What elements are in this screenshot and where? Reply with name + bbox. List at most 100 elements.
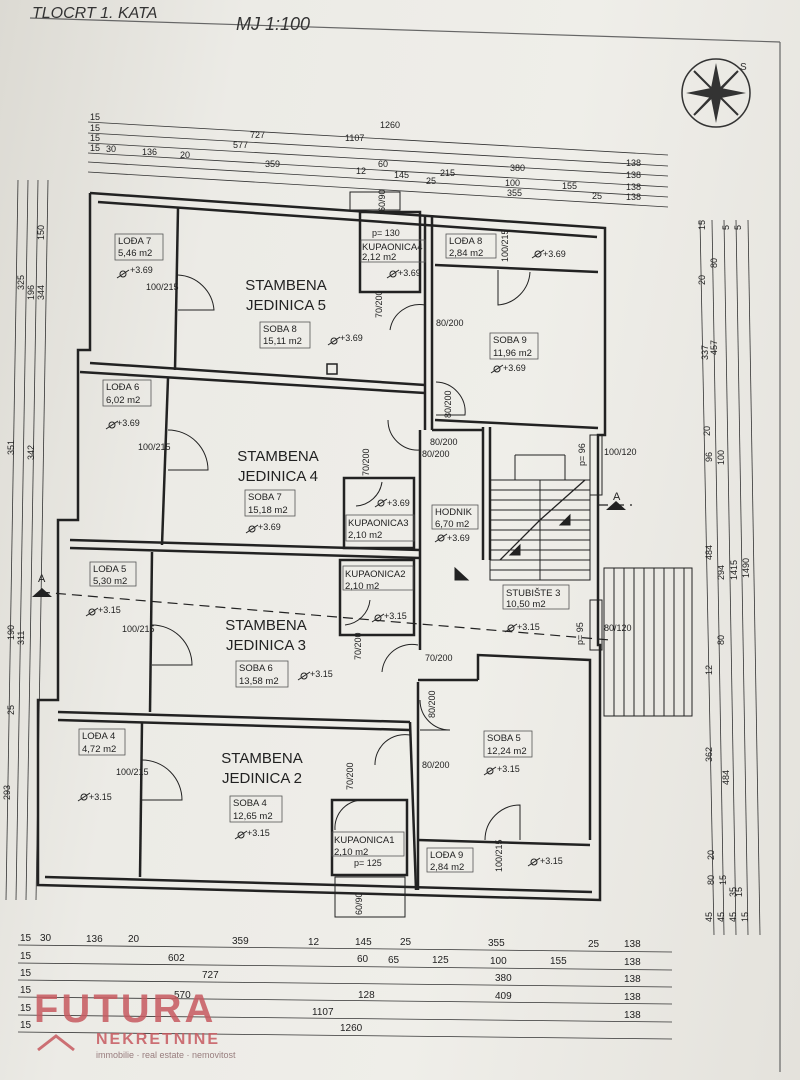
- right-dim: 45: [728, 912, 738, 922]
- top-dim: 30: [106, 144, 116, 154]
- bottom-dim: 15: [20, 1003, 32, 1014]
- bottom-dim: 380: [495, 973, 512, 984]
- door-label: 100/215: [138, 442, 171, 452]
- room-area: 2,84 m2: [430, 862, 464, 873]
- room-labels: LOĐA 7 5,46 m2 SOBA 8 15,11 m2 KUPAONICA…: [82, 236, 560, 873]
- room-area: 2,10 m2: [345, 581, 379, 592]
- level-value: +3.69: [258, 522, 281, 532]
- door-label: 70/200: [425, 653, 453, 663]
- bottom-dim: 128: [358, 990, 375, 1001]
- level-value: +3.15: [89, 792, 112, 802]
- top-dim: 359: [265, 159, 280, 169]
- top-dim: 25: [592, 191, 602, 201]
- unit-2-line2: JEDINICA 2: [222, 770, 302, 787]
- room-area: 6,02 m2: [106, 395, 140, 406]
- right-dim: 457: [709, 340, 719, 355]
- top-dim: 155: [562, 181, 577, 191]
- room-name: LOĐA 5: [93, 564, 126, 575]
- right-dim: 484: [704, 545, 714, 560]
- bottom-dim: 602: [168, 953, 185, 964]
- left-dim: 196: [26, 285, 36, 300]
- top-dim: 727: [250, 130, 265, 140]
- unit-4-line1: STAMBENA: [237, 448, 318, 465]
- room-area: 12,24 m2: [487, 746, 527, 757]
- top-dim: 15: [90, 123, 100, 133]
- level-marker-icon: [327, 336, 341, 346]
- room-name: STUBIŠTE 3: [506, 588, 560, 599]
- right-dim: 20: [702, 426, 712, 436]
- bottom-dim: 138: [624, 1010, 641, 1021]
- bottom-dim: 138: [624, 992, 641, 1003]
- room-name: LOĐA 8: [449, 236, 482, 247]
- room-area: 2,84 m2: [449, 248, 483, 259]
- level-marker-icon: [77, 792, 91, 802]
- left-dim: 293: [2, 785, 12, 800]
- room-name: KUPAONICA2: [345, 569, 406, 580]
- room-name: LOĐA 9: [430, 850, 463, 861]
- top-dim: 577: [233, 140, 248, 150]
- right-dim: 96: [704, 452, 714, 462]
- bottom-dim: 138: [624, 974, 641, 985]
- room-name: SOBA 8: [263, 324, 297, 335]
- room-area: 15,18 m2: [248, 505, 288, 516]
- top-dim: 60: [378, 159, 388, 169]
- door-label: 70/200: [374, 290, 384, 318]
- top-dim: 355: [507, 188, 522, 198]
- level-marker-icon: [105, 420, 119, 430]
- bottom-dim: 30: [40, 933, 52, 944]
- room-area: 5,30 m2: [93, 576, 127, 587]
- top-dim: 138: [626, 182, 641, 192]
- door-label: p= 130: [372, 228, 400, 238]
- level-value: +3.15: [247, 828, 270, 838]
- level-marker-icon: [234, 830, 248, 840]
- level-value: +3.69: [117, 418, 140, 428]
- shaft-marker: [326, 363, 338, 375]
- unit-5-line2: JEDINICA 5: [246, 297, 326, 314]
- bottom-dim: 409: [495, 991, 512, 1002]
- right-dimension-lines: [699, 219, 761, 936]
- plan-scale: MJ 1:100: [236, 14, 310, 34]
- right-dim: 80: [716, 635, 726, 645]
- level-value: +3.69: [387, 498, 410, 508]
- top-dim: 215: [440, 168, 455, 178]
- right-dim: 1490: [741, 558, 751, 578]
- left-dim: 344: [36, 285, 46, 300]
- right-dim: 12: [704, 665, 714, 675]
- bottom-dim: 25: [588, 939, 600, 950]
- level-value: +3.15: [98, 605, 121, 615]
- level-value: +3.69: [398, 268, 421, 278]
- door-label: 70/200: [361, 448, 371, 476]
- bottom-dim: 136: [86, 934, 103, 945]
- bottom-dim: 100: [490, 956, 507, 967]
- room-name: HODNIK: [435, 507, 473, 518]
- bottom-dimension-text: 15 30 136 20 359 12 145 25 355 25 138 15…: [20, 933, 641, 1034]
- door-label: 70/200: [345, 762, 355, 790]
- room-name: SOBA 9: [493, 335, 527, 346]
- bottom-dim: 727: [202, 970, 219, 981]
- bottom-dimension-lines: [17, 944, 673, 1040]
- unit-2-line1: STAMBENA: [221, 750, 302, 767]
- door-label: p= 96: [577, 443, 587, 466]
- level-marker-icon: [374, 498, 388, 508]
- left-dim: 342: [26, 445, 36, 460]
- section-marker-left: A: [38, 573, 46, 585]
- room-name: LOĐA 4: [82, 731, 115, 742]
- plan-title: TLOCRT 1. KATA: [32, 5, 157, 22]
- top-dim: 1107: [345, 133, 364, 143]
- level-marker-icon: [371, 613, 385, 623]
- right-dim: 35: [728, 887, 738, 897]
- top-dim: 12: [356, 166, 366, 176]
- level-marker-icon: [483, 766, 497, 776]
- room-name: LOĐA 6: [106, 382, 139, 393]
- door-label: 80/200: [436, 318, 464, 328]
- bottom-dim: 138: [624, 939, 641, 950]
- door-label: 80/120: [604, 623, 632, 633]
- door-label: 80/200: [427, 690, 437, 718]
- top-dim: 25: [426, 176, 436, 186]
- right-dim: 20: [697, 275, 707, 285]
- door-label: 80/200: [430, 437, 458, 447]
- door-label: 70/200: [353, 632, 363, 660]
- right-dim: 15: [697, 220, 707, 230]
- level-marker-icon: [527, 857, 541, 867]
